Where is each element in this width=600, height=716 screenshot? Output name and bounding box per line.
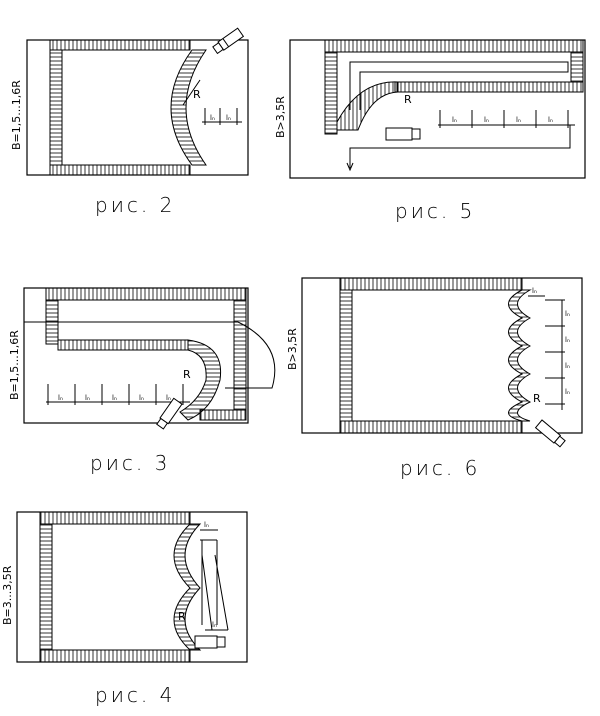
wall-left (49, 49, 63, 166)
caption: рис. 2 (95, 193, 175, 217)
wall-top (339, 277, 523, 291)
wall-bottom (339, 420, 523, 434)
step-label: lₙ (484, 116, 489, 124)
step-label: lₙ (58, 394, 63, 402)
truck-icon (385, 127, 421, 141)
wall-top (49, 39, 191, 51)
radius-label: R (193, 88, 201, 101)
width-label: B=1,5...1,6R (10, 80, 23, 150)
step-label: lₙ (565, 362, 570, 370)
step-label: lₙ (226, 114, 231, 122)
turn-arc-wall (179, 339, 222, 421)
width-label: B=3...3,5R (1, 565, 14, 625)
wall-left (39, 523, 53, 651)
track-line (349, 61, 569, 110)
swing-arc (225, 321, 276, 389)
step-label: lₙ (532, 287, 537, 295)
step-label: lₙ (548, 116, 553, 124)
wall-bottom (199, 409, 247, 421)
caption: рис. 6 (400, 456, 480, 480)
radius-label: R (404, 93, 412, 106)
scalloped-wall (508, 289, 532, 422)
turn-arc-wall (170, 49, 207, 166)
wall-divider (57, 339, 189, 351)
wall-top (324, 39, 584, 53)
wall-right (233, 299, 247, 411)
step-label: lₙ (139, 394, 144, 402)
truck-icon (156, 397, 183, 430)
wall-bottom (49, 164, 191, 176)
width-label: B>3,5R (274, 96, 287, 138)
figure-6: B>3,5R R lₙ lₙ lₙ lₙ lₙ рис. 6 (286, 277, 583, 480)
step-label: lₙ (85, 394, 90, 402)
step-label: lₙ (565, 388, 570, 396)
step-label: lₙ (452, 116, 457, 124)
figure-5: B>3,5R R lₙ lₙ lₙ lₙ рис. 5 (274, 39, 586, 223)
width-label: B=1,5...1,6R (8, 330, 21, 400)
radius-line (182, 79, 201, 106)
radius-label: R (533, 392, 541, 405)
wall-right (570, 51, 584, 83)
approach-path (200, 539, 229, 631)
step-label: lₙ (166, 394, 171, 402)
wall-divider (394, 81, 584, 93)
truck-icon (212, 27, 245, 55)
truck-icon (194, 635, 226, 649)
step-label: lₙ (565, 310, 570, 318)
step-label: lₙ (516, 116, 521, 124)
figure-3: B=1,5...1,6R R lₙ lₙ lₙ lₙ lₙ рис. 3 (8, 287, 276, 475)
arrow-head-icon (346, 162, 354, 172)
width-label: B>3,5R (286, 328, 299, 370)
turn-arc-wall (336, 81, 399, 131)
radius-label: R (183, 368, 191, 381)
caption: рис. 3 (90, 451, 170, 475)
radius-label: R (178, 610, 186, 623)
return-arrow (349, 125, 571, 168)
caption: рис. 4 (95, 683, 175, 707)
step-label: lₙ (565, 336, 570, 344)
wall-top (39, 511, 191, 525)
wall-top (45, 287, 247, 301)
figure-2: B=1,5...1,6R R lₙ lₙ рис. 2 (10, 27, 249, 217)
wall-left (339, 289, 353, 422)
wall-bottom (39, 649, 191, 663)
step-label: lₙ (204, 521, 209, 529)
figure-4: B=3...3,5R R lₙ lₙ рис. 4 (1, 511, 248, 707)
scalloped-wall (173, 523, 202, 651)
step-label: lₙ (112, 394, 117, 402)
wall-left (324, 51, 338, 135)
step-label: lₙ (212, 621, 217, 629)
step-label: lₙ (210, 114, 215, 122)
caption: рис. 5 (395, 199, 475, 223)
truck-icon (534, 419, 566, 448)
